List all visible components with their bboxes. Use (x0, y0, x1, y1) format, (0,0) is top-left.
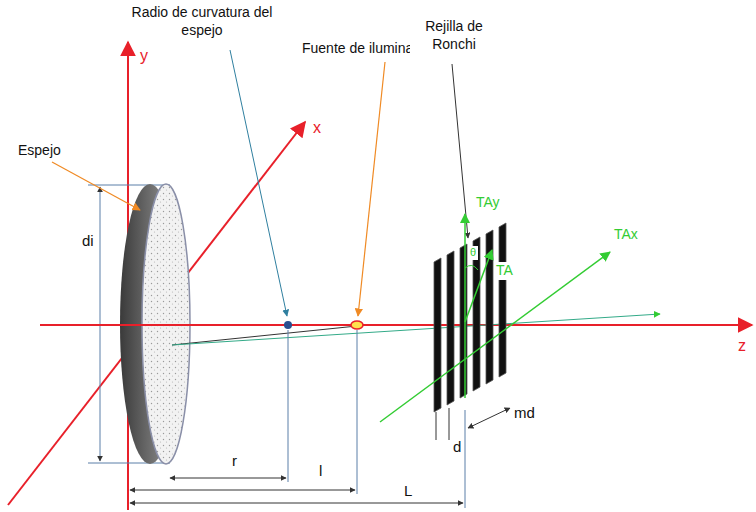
tax-axis (380, 252, 610, 422)
leader-line (230, 50, 287, 316)
symbol-label: z (736, 336, 748, 356)
symbol-label: TAx (612, 226, 640, 244)
symbol-label: TAy (474, 194, 502, 212)
ronchi-grating (434, 223, 506, 412)
grating-bar (434, 258, 441, 412)
leader-line (52, 162, 140, 210)
symbol-label: d (451, 438, 463, 457)
light-source (351, 321, 363, 329)
leader-line (452, 64, 468, 238)
grating-dimensions (436, 408, 510, 440)
curvature-center (284, 321, 292, 329)
symbol-label: md (512, 404, 537, 423)
grating-bar (499, 223, 506, 377)
grating-bar (447, 251, 454, 405)
x-axis (8, 122, 305, 505)
part-label: Espejo (16, 142, 63, 160)
grating-bar (473, 237, 480, 391)
symbol-label: L (402, 482, 414, 501)
z-axis (40, 324, 752, 326)
distance-dimensions (130, 478, 463, 503)
tay-axis (464, 214, 466, 398)
leader-line (358, 62, 385, 316)
ta-vector (465, 250, 492, 322)
part-label: Rejilla de Ronchi (410, 18, 498, 53)
symbol-label: l (317, 462, 324, 481)
symbol-label: x (311, 118, 323, 138)
symbol-label: r (230, 452, 239, 471)
reflected-ray (172, 314, 660, 345)
grating-bar (486, 230, 493, 384)
symbol-label: di (80, 232, 96, 251)
part-label: Radio de curvatura del espejo (125, 4, 279, 39)
symbol-label: y (138, 46, 150, 66)
symbol-label: TA (494, 262, 515, 280)
theta-arc (465, 265, 478, 270)
symbol-label: θ (468, 246, 478, 260)
